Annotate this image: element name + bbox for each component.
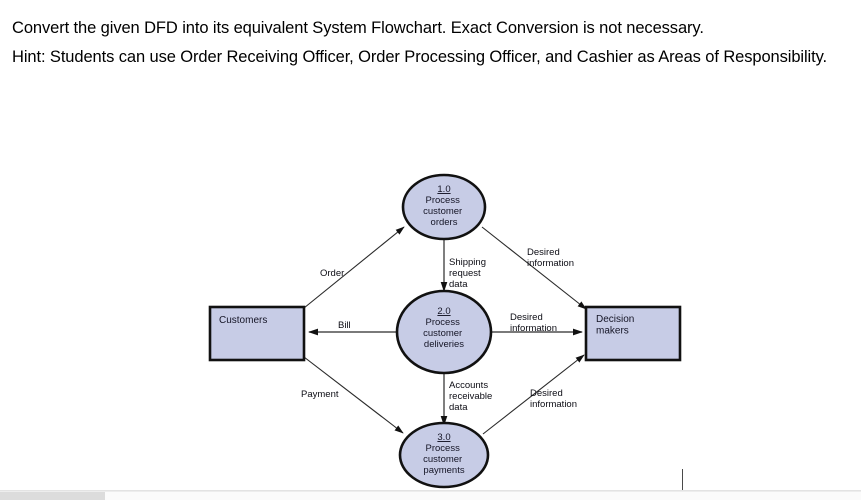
entity-decision-makers-box (584, 305, 682, 362)
flow-labels: Order Desired information Shipping reque… (301, 247, 577, 413)
entity-customers-box (208, 305, 306, 362)
flow-line-order (303, 226, 405, 309)
entity-customers: Customers (208, 305, 306, 362)
process-3-0: 3.0 Process customer payments (398, 421, 490, 489)
flow-label-desired-information-top: Desired information (527, 247, 574, 269)
text-cursor-caret (682, 469, 683, 491)
horizontal-scrollbar[interactable] (0, 491, 861, 500)
process-1-0-label: Process customer orders (423, 195, 465, 228)
question-text-block: Convert the given DFD into its equivalen… (12, 14, 847, 72)
process-1-0-number: 1.0 (437, 184, 450, 195)
process-2-0: 2.0 Process customer deliveries (395, 289, 493, 375)
flow-label-desired-information-bottom: Desired information (530, 388, 577, 410)
flow-label-desired-information-middle: Desired information (510, 312, 557, 334)
flow-label-shipping-request-data: Shipping request data (449, 257, 489, 290)
flow-connectors (303, 226, 587, 435)
entity-customers-label: Customers (219, 315, 267, 326)
dfd-svg-canvas: Customers Decision makers 1.0 Process cu… (208, 173, 682, 489)
flow-label-payment: Payment (301, 389, 339, 400)
flow-label-bill: Bill (338, 320, 351, 331)
flow-label-order: Order (320, 268, 344, 279)
process-1-0-ellipse (401, 173, 487, 241)
flow-line-desired-information-top (481, 226, 587, 310)
question-line-2: Hint: Students can use Order Receiving O… (12, 48, 828, 66)
page-divider (0, 490, 861, 491)
process-2-0-ellipse (395, 289, 493, 375)
dfd-diagram-image: Customers Decision makers 1.0 Process cu… (190, 165, 700, 490)
process-3-0-ellipse (398, 421, 490, 489)
process-3-0-label: Process customer payments (423, 443, 465, 476)
process-2-0-label: Process customer deliveries (423, 317, 465, 350)
entity-decision-makers-label: Decision makers (596, 314, 637, 337)
flow-label-accounts-receivable-data: Accounts receivable data (449, 380, 495, 413)
horizontal-scrollbar-thumb[interactable] (0, 492, 105, 500)
question-line-1: Convert the given DFD into its equivalen… (12, 19, 704, 37)
process-1-0: 1.0 Process customer orders (401, 173, 487, 241)
flow-line-desired-information-bottom (482, 354, 585, 435)
entity-decision-makers: Decision makers (584, 305, 682, 362)
process-3-0-number: 3.0 (437, 432, 450, 443)
flow-line-payment (303, 356, 404, 434)
process-2-0-number: 2.0 (437, 306, 450, 317)
